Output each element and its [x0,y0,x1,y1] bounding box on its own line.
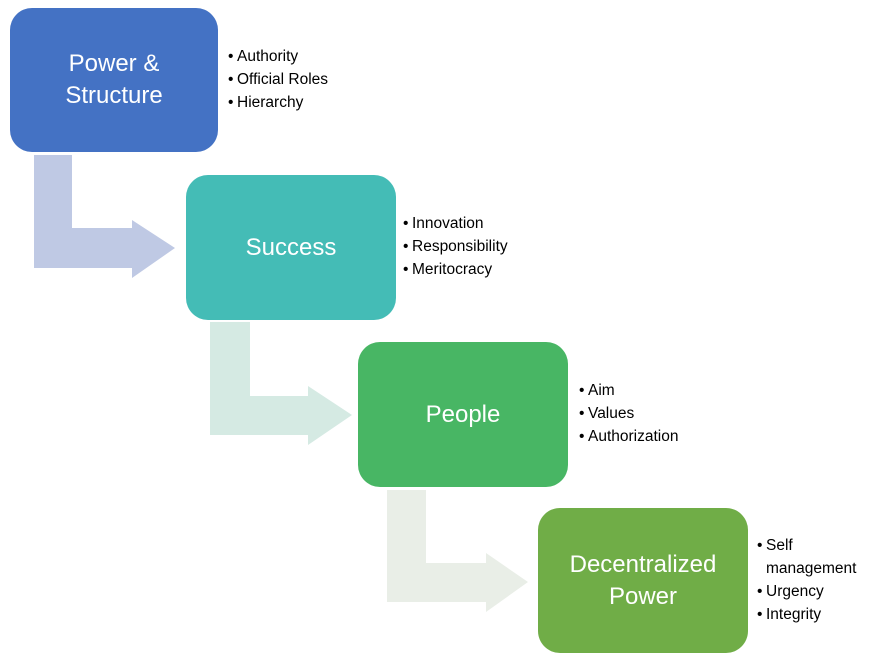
step-label: Success [245,233,337,261]
bullet-list-people: Aim Values Authorization [579,379,678,448]
step-label: Decentralized Power [569,550,717,610]
bullet-item: Authority [228,45,328,68]
step-box-success: Success [186,175,396,320]
bullet-list-decentralized-power: Self management Urgency Integrity [757,534,856,626]
bent-arrow-3 [387,490,528,612]
bullet-item: Hierarchy [228,91,328,114]
bullet-item: Meritocracy [403,258,508,281]
bullet-item: Self management [757,534,856,580]
bullet-item: Authorization [579,425,678,448]
step-box-people: People [358,342,568,487]
bent-arrow-1 [34,155,175,278]
step-box-decentralized-power: Decentralized Power [538,508,748,653]
bent-arrow-2 [210,322,352,445]
bullet-item: Responsibility [403,235,508,258]
bullet-item: Integrity [757,603,856,626]
bullet-list-power-structure: Authority Official Roles Hierarchy [228,45,328,114]
bullet-item: Innovation [403,212,508,235]
step-label: Power & Structure [65,50,163,109]
bullet-item: Aim [579,379,678,402]
step-label: People [425,400,501,428]
bullet-list-success: Innovation Responsibility Meritocracy [403,212,508,281]
bullet-item: Official Roles [228,68,328,91]
bullet-item: Urgency [757,580,856,603]
step-box-power-structure: Power & Structure [10,8,218,152]
bullet-item: Values [579,402,678,425]
